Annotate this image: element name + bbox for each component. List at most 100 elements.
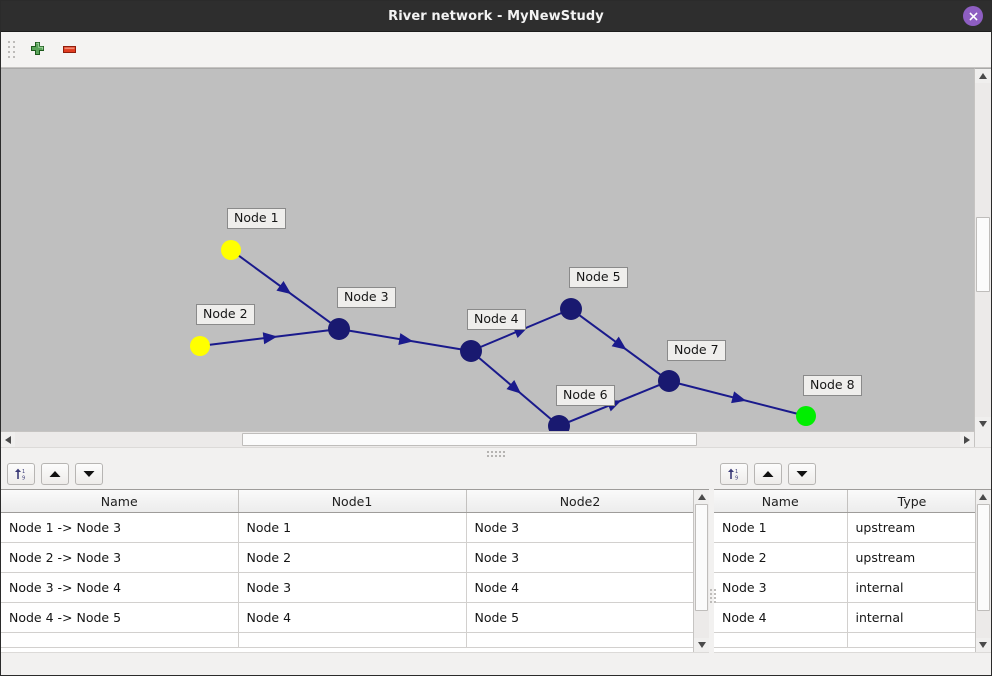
canvas-vscroll-thumb[interactable] xyxy=(976,216,990,293)
close-icon[interactable] xyxy=(963,6,983,26)
graph-node-label-node-4[interactable]: Node 4 xyxy=(467,309,526,331)
graph-node-node-4[interactable] xyxy=(460,340,482,362)
branches-scroll-up-icon[interactable] xyxy=(694,490,709,504)
graph-node-node-3[interactable] xyxy=(328,318,350,340)
nodes-table-row-empty[interactable] xyxy=(714,632,975,648)
triangle-up-icon xyxy=(49,471,61,477)
graph-node-label-node-8[interactable]: Node 8 xyxy=(803,375,862,397)
nodes-vertical-scrollbar[interactable] xyxy=(974,490,991,652)
table-cell[interactable]: Node 4 xyxy=(466,572,693,603)
nodes-vscroll-track[interactable] xyxy=(975,504,991,638)
graph-node-node-5[interactable] xyxy=(560,298,582,320)
table-cell[interactable]: internal xyxy=(847,572,975,603)
table-cell[interactable]: Node 2 -> Node 3 xyxy=(1,542,239,573)
table-cell[interactable]: Node 3 xyxy=(466,542,693,573)
branches-scroll-down-icon[interactable] xyxy=(694,638,709,652)
scroll-up-icon[interactable] xyxy=(975,69,991,83)
table-cell-empty[interactable] xyxy=(847,632,975,648)
nodes-move-down-button[interactable] xyxy=(788,463,816,485)
column-header-name[interactable]: Name xyxy=(1,490,239,513)
canvas-hscroll-thumb[interactable] xyxy=(241,433,698,446)
table-cell[interactable]: upstream xyxy=(847,542,975,573)
vertical-splitter[interactable] xyxy=(709,459,716,675)
graph-node-label-node-1[interactable]: Node 1 xyxy=(227,208,286,230)
branches-move-down-button[interactable] xyxy=(75,463,103,485)
nodes-scroll-down-icon[interactable] xyxy=(975,638,991,652)
canvas-vscroll-track[interactable] xyxy=(975,83,991,417)
graph-node-label-node-3[interactable]: Node 3 xyxy=(337,287,396,309)
toolbar-grip[interactable] xyxy=(7,39,15,61)
graph-node-label-node-5[interactable]: Node 5 xyxy=(569,267,628,289)
scroll-down-icon[interactable] xyxy=(975,417,991,431)
table-cell-empty[interactable] xyxy=(466,632,693,648)
horizontal-splitter[interactable] xyxy=(1,447,991,459)
graph-node-node-1[interactable] xyxy=(221,240,241,260)
canvas-hscroll-track[interactable] xyxy=(15,432,960,447)
scroll-right-icon[interactable] xyxy=(960,432,974,447)
graph-node-label-node-6[interactable]: Node 6 xyxy=(556,385,615,407)
column-header-node2[interactable]: Node2 xyxy=(466,490,693,513)
canvas-vertical-scrollbar[interactable] xyxy=(974,68,991,431)
table-cell[interactable]: upstream xyxy=(847,512,975,543)
nodes-vscroll-thumb[interactable] xyxy=(976,504,990,611)
graph-node-node-8[interactable] xyxy=(796,406,816,426)
branches-vscroll-track[interactable] xyxy=(694,504,709,638)
river-network-canvas[interactable]: Node 1 Node 2 Node 3 Node 4 Node 5 Node 6 Node… xyxy=(1,68,974,431)
add-node-button[interactable] xyxy=(21,35,53,65)
table-cell[interactable]: Node 5 xyxy=(466,602,693,633)
column-header-node1[interactable]: Node1 xyxy=(238,490,467,513)
table-cell-empty[interactable] xyxy=(238,632,467,648)
table-cell[interactable]: Node 3 xyxy=(714,572,848,603)
nodes-move-up-button[interactable] xyxy=(754,463,782,485)
table-cell[interactable]: Node 4 -> Node 5 xyxy=(1,602,239,633)
scroll-left-icon[interactable] xyxy=(1,432,15,447)
graph-node-node-2[interactable] xyxy=(190,336,210,356)
canvas-horizontal-scrollbar[interactable] xyxy=(1,431,974,447)
table-cell[interactable]: Node 3 -> Node 4 xyxy=(1,572,239,603)
branches-vertical-scrollbar[interactable] xyxy=(693,490,709,652)
branches-sort-button[interactable]: 1 9 xyxy=(7,463,35,485)
table-cell[interactable]: Node 1 -> Node 3 xyxy=(1,512,239,543)
table-cell[interactable]: Node 4 xyxy=(714,602,848,633)
graph-node-label-node-7[interactable]: Node 7 xyxy=(667,340,726,362)
branches-statusbar xyxy=(1,652,709,675)
svg-text:1: 1 xyxy=(22,469,25,475)
nodes-toolbar: 1 9 xyxy=(714,459,991,489)
network-graph xyxy=(190,240,816,431)
branches-table-row-empty[interactable] xyxy=(1,632,693,648)
nodes-sort-button[interactable]: 1 9 xyxy=(720,463,748,485)
table-cell[interactable]: Node 3 xyxy=(466,512,693,543)
graph-node-node-7[interactable] xyxy=(658,370,680,392)
table-cell[interactable]: Node 2 xyxy=(238,542,467,573)
graph-node-node-6[interactable] xyxy=(548,415,570,431)
column-header-name[interactable]: Name xyxy=(714,490,848,513)
column-header-type[interactable]: Type xyxy=(847,490,975,513)
table-cell[interactable]: internal xyxy=(847,602,975,633)
table-cell[interactable]: Node 1 xyxy=(238,512,467,543)
table-cell[interactable]: Node 3 xyxy=(238,572,467,603)
table-cell[interactable]: Node 2 xyxy=(714,542,848,573)
branches-move-up-button[interactable] xyxy=(41,463,69,485)
table-cell-empty[interactable] xyxy=(714,632,848,648)
table-cell[interactable]: Node 4 xyxy=(238,602,467,633)
table-cell[interactable]: Node 1 xyxy=(714,512,848,543)
branches-vscroll-thumb[interactable] xyxy=(695,504,708,611)
graph-node-label-node-2[interactable]: Node 2 xyxy=(196,304,255,326)
nodes-scroll-up-icon[interactable] xyxy=(975,490,991,504)
sort-ascending-icon: 1 9 xyxy=(728,468,738,481)
scrollbar-corner xyxy=(974,431,991,447)
table-cell-empty[interactable] xyxy=(1,632,239,648)
remove-node-button[interactable] xyxy=(53,35,85,65)
